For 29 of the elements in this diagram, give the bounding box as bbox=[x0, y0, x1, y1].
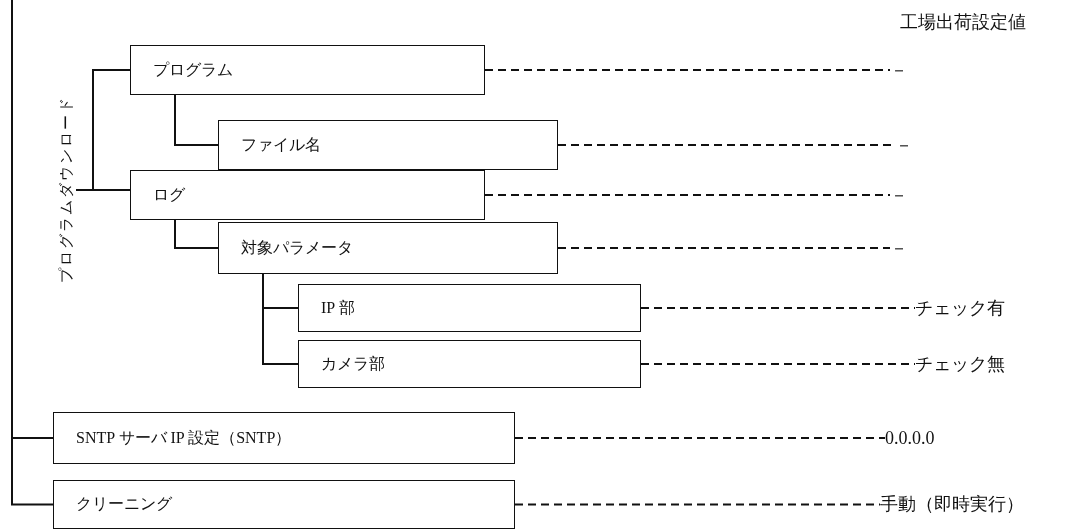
menu-box: SNTP サーバ IP 設定（SNTP） bbox=[53, 412, 515, 464]
dashed-leader-line bbox=[484, 194, 891, 196]
dashed-leader-line bbox=[640, 307, 916, 309]
value-text: チェック有 bbox=[915, 296, 1005, 320]
tree-connector bbox=[174, 219, 219, 249]
value-text: － bbox=[890, 236, 908, 260]
value-text: チェック無 bbox=[915, 352, 1005, 376]
menu-box: プログラム bbox=[130, 45, 485, 95]
dashed-leader-line bbox=[557, 247, 891, 249]
vertical-label: プログラムダウンロード bbox=[56, 70, 76, 310]
dashed-leader-line bbox=[514, 503, 881, 506]
menu-box: 対象パラメータ bbox=[218, 222, 558, 274]
menu-box: ログ bbox=[130, 170, 485, 220]
tree-connector bbox=[75, 189, 131, 191]
menu-box: クリーニング bbox=[53, 480, 515, 529]
menu-box: ファイル名 bbox=[218, 120, 558, 170]
dashed-leader-line bbox=[514, 437, 886, 439]
value-text: － bbox=[890, 183, 908, 207]
tree-connector bbox=[174, 94, 219, 146]
column-heading: 工場出荷設定値 bbox=[900, 11, 1026, 34]
menu-box: IP 部 bbox=[298, 284, 641, 332]
dashed-leader-line bbox=[484, 69, 891, 71]
value-text: － bbox=[890, 58, 908, 82]
value-text: － bbox=[895, 133, 913, 157]
value-text: 手動（即時実行） bbox=[880, 492, 1024, 516]
tree-connector bbox=[262, 273, 299, 365]
menu-box: カメラ部 bbox=[298, 340, 641, 388]
dashed-leader-line bbox=[640, 363, 916, 365]
value-text: 0.0.0.0 bbox=[885, 426, 935, 450]
